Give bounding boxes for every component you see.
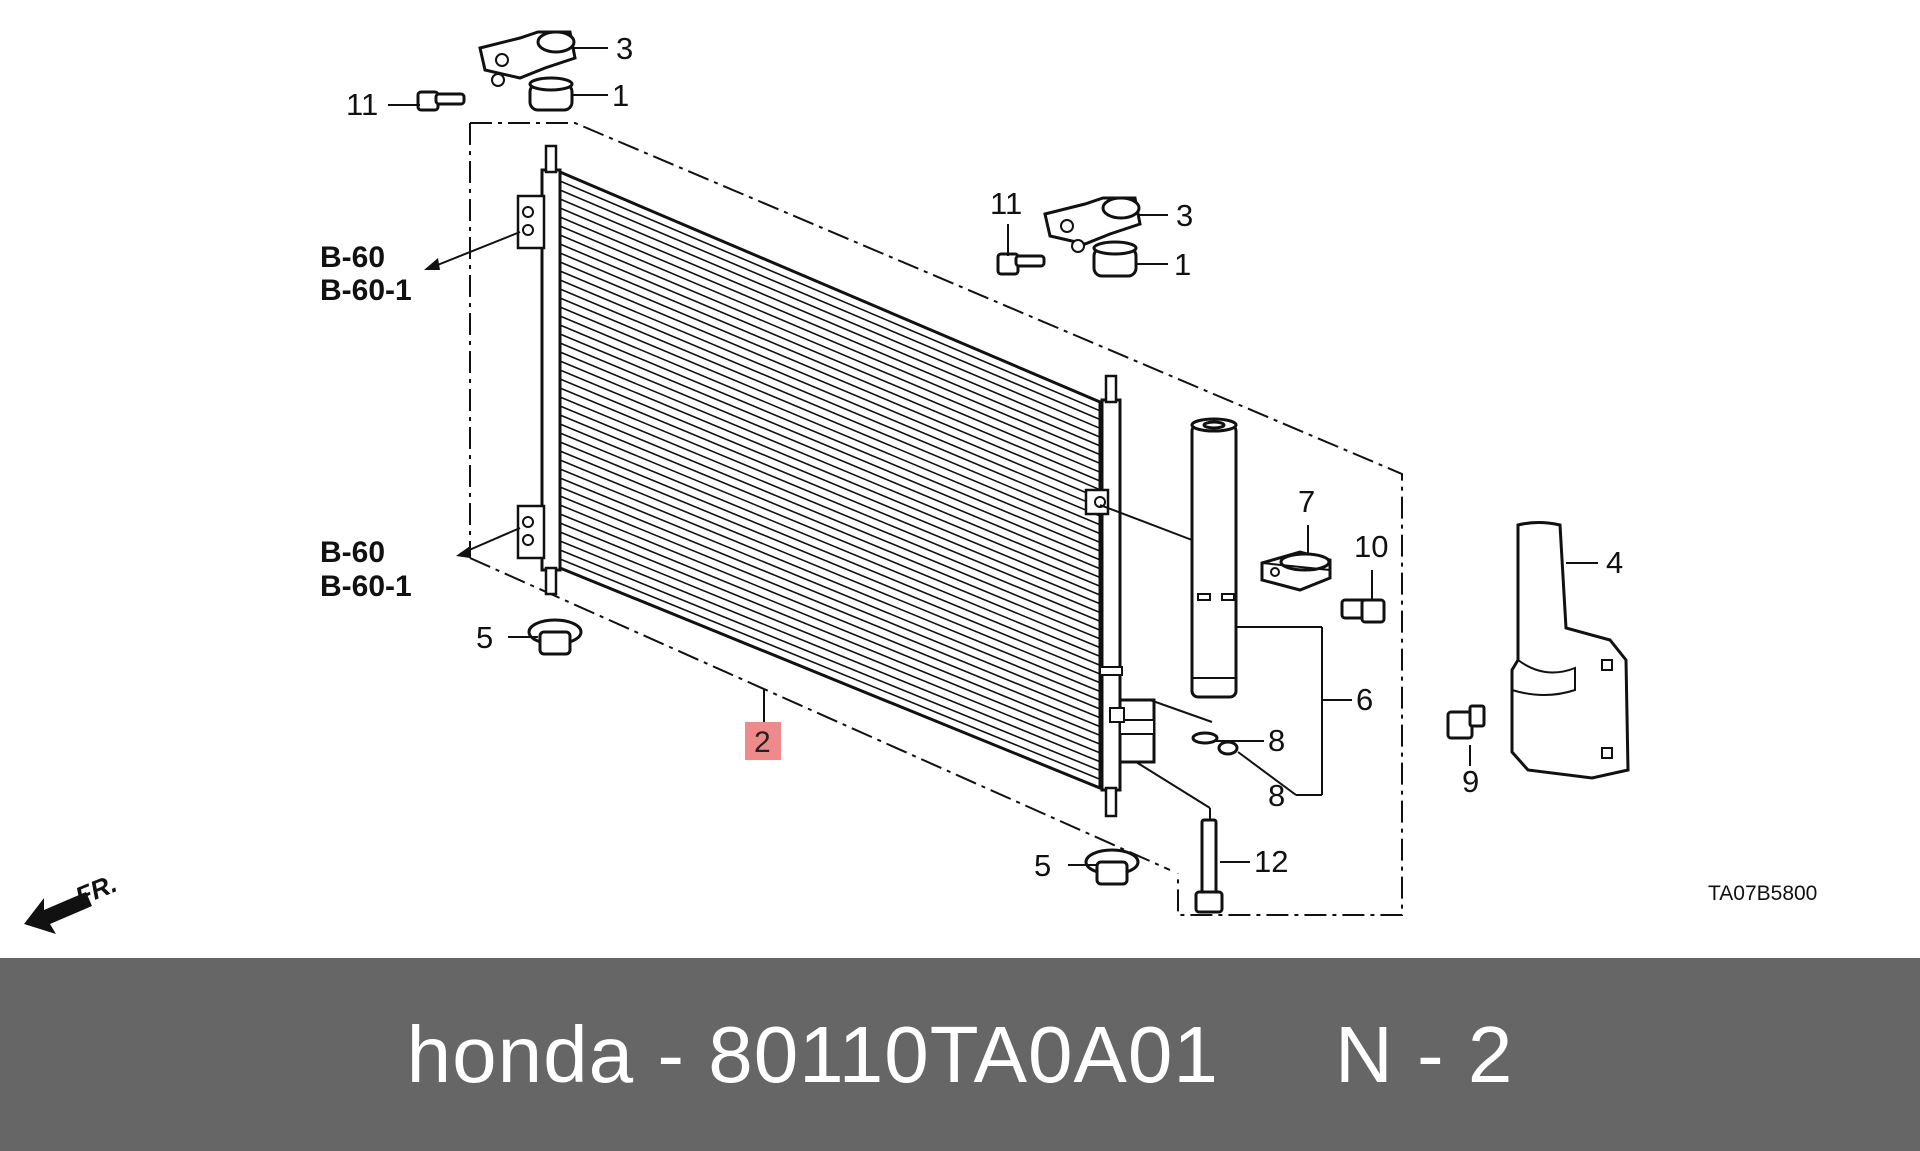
condenser-fin xyxy=(559,558,1101,780)
part-number-8-lower: 8 xyxy=(1268,778,1285,813)
condenser-fin xyxy=(559,225,1101,456)
part-number-9: 9 xyxy=(1462,764,1479,799)
condenser-fin xyxy=(559,306,1101,535)
diagram-code: TA07B5800 xyxy=(1708,882,1817,905)
part-2-highlight xyxy=(745,722,781,760)
condenser-fins xyxy=(559,180,1101,780)
receiver-dryer xyxy=(1190,417,1238,699)
upper-mount-hardware-right xyxy=(996,196,1142,278)
front-direction-arrow-icon xyxy=(24,892,92,934)
part-number-11-top: 11 xyxy=(346,87,378,122)
part-number-1-top: 1 xyxy=(612,78,629,113)
part-number-1-mid: 1 xyxy=(1174,247,1191,282)
condenser-fin xyxy=(559,207,1101,438)
condenser-fin xyxy=(559,315,1101,544)
part-number-5-right: 5 xyxy=(1034,848,1051,883)
part-number-2[interactable]: 2 xyxy=(754,726,771,759)
condenser-fin xyxy=(559,549,1101,772)
condenser-fin xyxy=(559,270,1101,500)
condenser-fin xyxy=(559,441,1101,666)
condenser-fin xyxy=(559,504,1101,728)
upper-mount-hardware-left xyxy=(416,30,577,112)
bolts xyxy=(1194,598,1486,914)
condenser-fin xyxy=(559,189,1101,421)
part-number-11-mid: 11 xyxy=(990,186,1022,221)
condenser-fin xyxy=(559,423,1101,649)
footer-banner: honda - 80110TA0A01 N - 2 xyxy=(0,958,1920,1151)
condenser-exploded-diagram: 3 1 11 11 3 1 7 10 4 6 8 8 9 5 5 12 2 B-… xyxy=(24,30,1817,934)
condenser-fin xyxy=(559,378,1101,605)
condenser-fin xyxy=(559,234,1101,465)
condenser-fin xyxy=(559,495,1101,719)
assembly-outline xyxy=(469,122,1403,916)
condenser-fin xyxy=(559,279,1101,509)
condenser-fin xyxy=(559,288,1101,517)
reference-arrows xyxy=(424,258,470,558)
condenser-fin xyxy=(559,432,1101,658)
part-number-6: 6 xyxy=(1356,682,1373,717)
condenser-core xyxy=(516,144,1156,818)
condenser-fin xyxy=(559,180,1101,412)
lower-cushions xyxy=(527,618,1140,886)
part-number-7: 7 xyxy=(1298,484,1315,519)
condenser-fin xyxy=(559,342,1101,570)
condenser-fin xyxy=(559,540,1101,763)
condenser-fin xyxy=(559,513,1101,737)
part-number-3-mid: 3 xyxy=(1176,198,1193,233)
condenser-fin xyxy=(559,522,1101,745)
reference-lower-line1: B-60 xyxy=(320,536,385,569)
part-number-10: 10 xyxy=(1354,529,1388,564)
condenser-fin xyxy=(559,333,1101,561)
condenser-fin xyxy=(559,216,1101,447)
condenser-fin xyxy=(559,531,1101,754)
condenser-fin xyxy=(559,414,1101,640)
condenser-fin xyxy=(559,405,1101,631)
condenser-fin xyxy=(559,198,1101,430)
condenser-fin xyxy=(559,477,1101,702)
condenser-fin xyxy=(559,243,1101,473)
condenser-fin xyxy=(559,252,1101,482)
condenser-fin xyxy=(559,387,1101,614)
bracket-4 xyxy=(1510,521,1630,780)
condenser-fin xyxy=(559,351,1101,579)
condenser-fin xyxy=(559,360,1101,587)
condenser-fin xyxy=(559,297,1101,526)
reference-lower-line2: B-60-1 xyxy=(320,570,412,603)
part-number-5-left: 5 xyxy=(476,620,493,655)
condenser-fin xyxy=(559,468,1101,693)
part-number-12: 12 xyxy=(1254,844,1288,879)
part-number-3-top: 3 xyxy=(616,31,633,66)
condenser-fin xyxy=(559,324,1101,552)
footer-title: honda - 80110TA0A01 N - 2 xyxy=(406,1009,1514,1099)
condenser-fin xyxy=(559,261,1101,491)
condenser-fin xyxy=(559,396,1101,623)
condenser-fin xyxy=(559,459,1101,684)
o-rings xyxy=(1191,731,1239,756)
condenser-fin xyxy=(559,486,1101,710)
condenser-fin xyxy=(559,369,1101,596)
part-number-8-upper: 8 xyxy=(1268,723,1285,758)
reference-upper-line2: B-60-1 xyxy=(320,274,412,307)
reference-upper-line1: B-60 xyxy=(320,241,385,274)
leader-lines xyxy=(388,47,1598,866)
part-number-4: 4 xyxy=(1606,545,1623,580)
condenser-fin xyxy=(559,450,1101,675)
bracket-7 xyxy=(1260,550,1332,592)
